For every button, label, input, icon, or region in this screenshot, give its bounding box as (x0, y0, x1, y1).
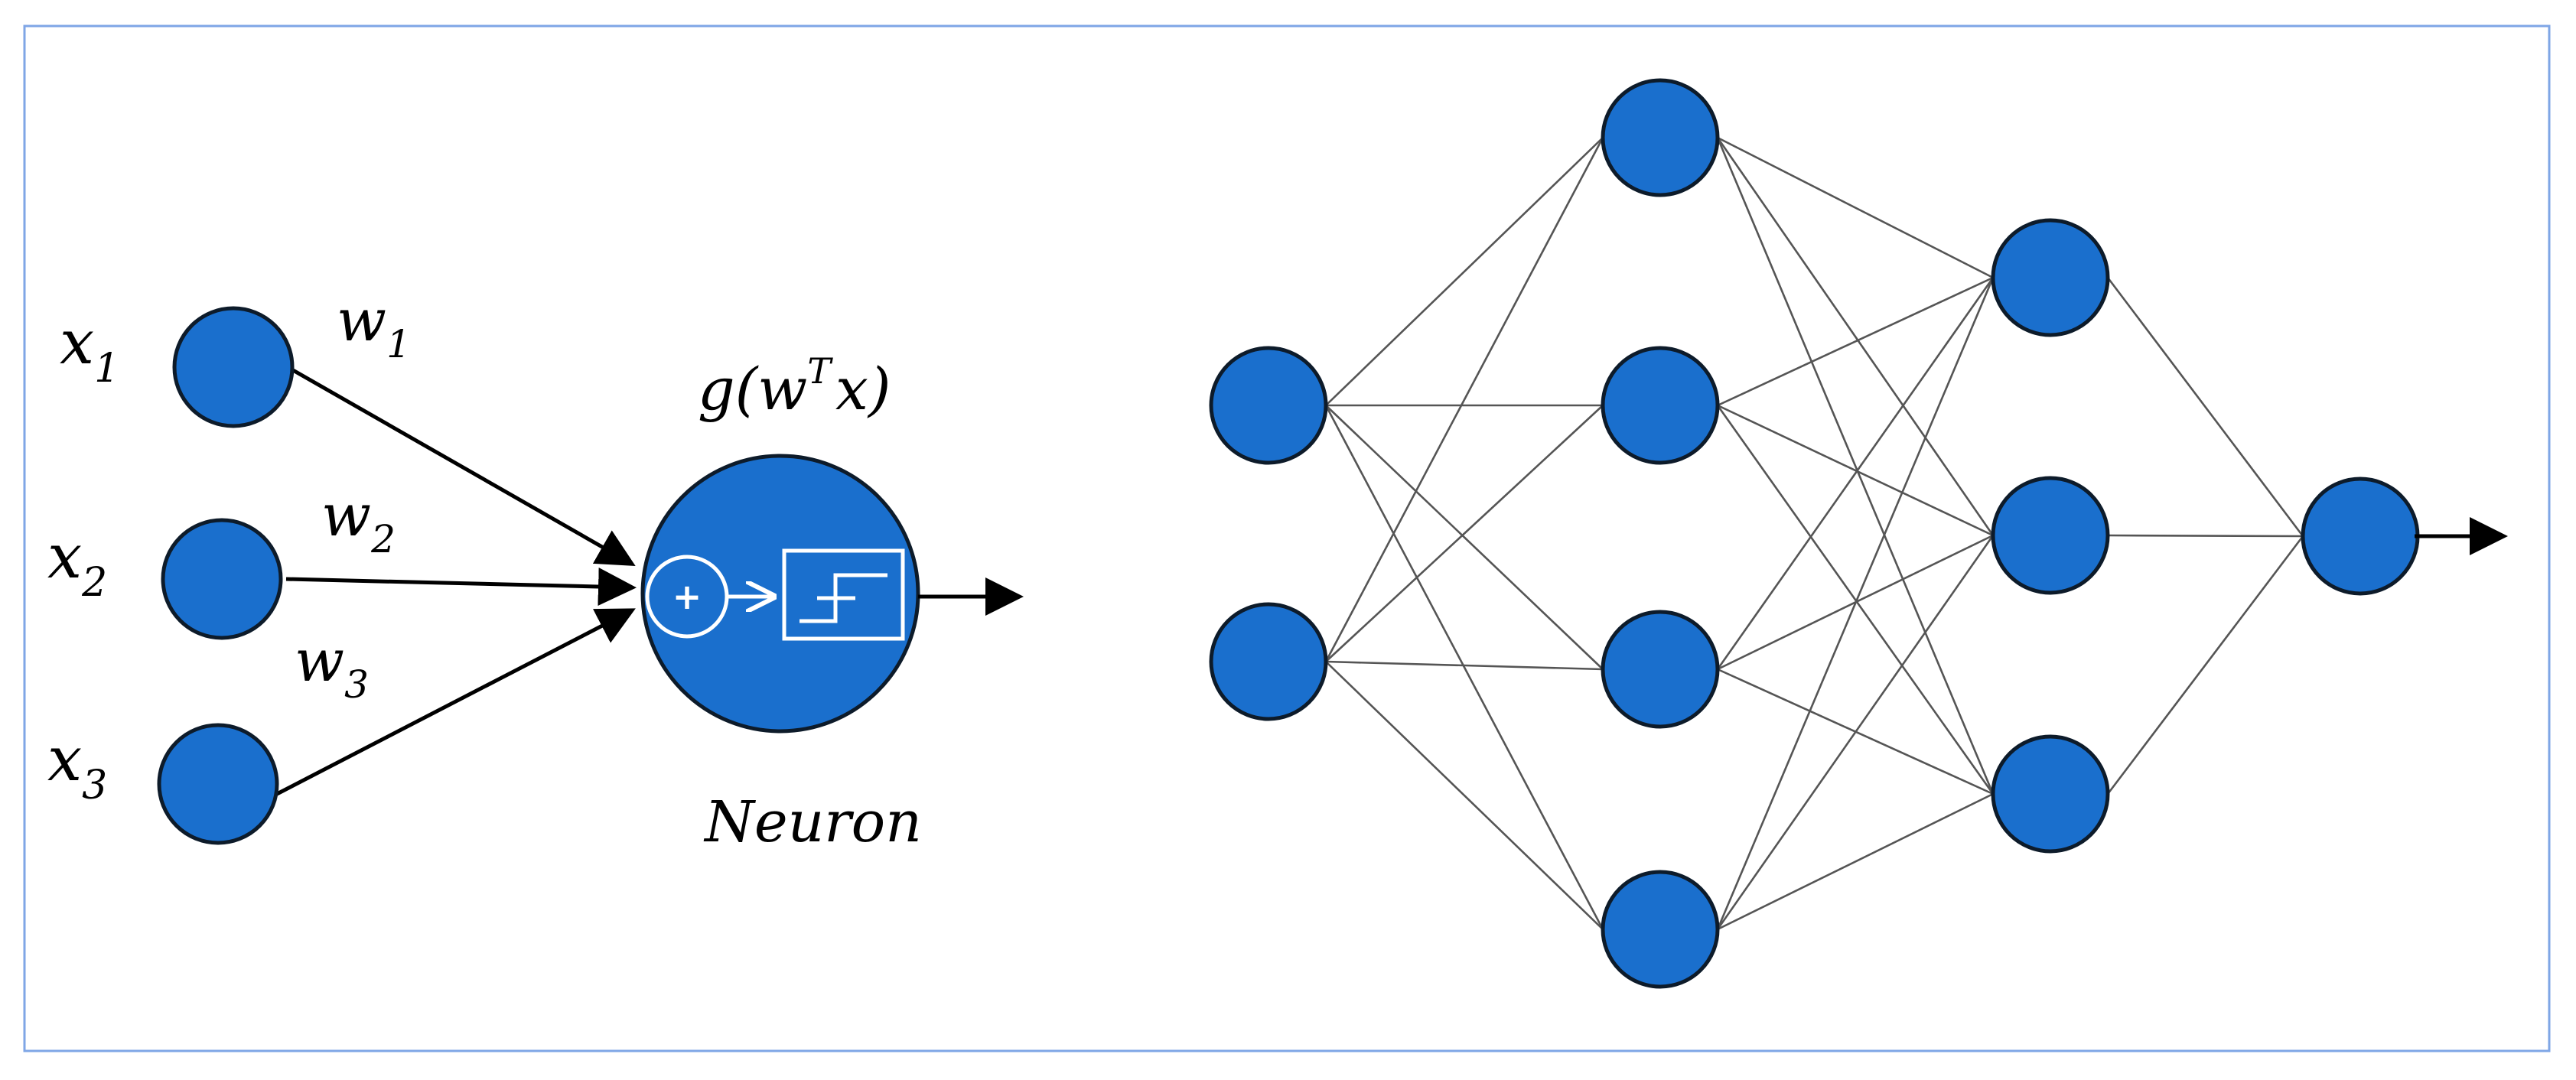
network-edge-l3-2-1 (2107, 534, 2304, 538)
multilayer-network-diagram (1209, 78, 2508, 989)
input-node-3 (157, 723, 279, 845)
sum-symbol: + (672, 576, 702, 617)
input-label-3: x3 (47, 724, 107, 808)
network-node-layer1-2 (1209, 602, 1328, 721)
weight-label-1: w1 (337, 286, 411, 366)
activation-formula: g(wTx) (698, 350, 891, 423)
network-node-layer2-4 (1601, 870, 1720, 989)
network-node-layer3-3 (1991, 734, 2110, 854)
summation-icon (645, 555, 729, 639)
network-edge-l2-2-1 (1717, 276, 1994, 407)
input-node-2 (161, 518, 283, 640)
network-edge-l1-1-3 (1325, 405, 1604, 670)
input-edge-1 (286, 365, 636, 566)
single-neuron-diagram: x1 x2 x3 w1 w2 w3 g(wTx) + (47, 286, 1024, 855)
input-label-2: x2 (47, 521, 107, 606)
network-edge-l2-1-2 (1716, 137, 1995, 536)
step-function-icon (782, 548, 905, 641)
network-edge-l2-2-3 (1716, 405, 1995, 795)
network-node-layer2-1 (1601, 78, 1720, 197)
network-edge-l3-3-1 (2106, 535, 2304, 795)
network-edge-l2-3-1 (1716, 277, 1995, 670)
network-edge-l2-4-1 (1716, 277, 1995, 930)
network-edge-l1-2-4 (1325, 661, 1604, 930)
network-edge-l2-4-2 (1716, 535, 1995, 930)
network-edge-l2-2-2 (1717, 404, 1994, 537)
network-node-layer3-1 (1991, 218, 2110, 337)
network-edge-l2-1-3 (1716, 137, 1995, 795)
weight-label-2: w2 (321, 481, 396, 561)
network-edge-l2-1-1 (1717, 136, 1994, 279)
network-edge-l2-4-3 (1717, 792, 1994, 931)
figure-frame (23, 24, 2551, 1052)
input-node-1 (172, 306, 295, 428)
network-edge-l3-1-1 (2106, 277, 2304, 537)
network-edge-l1-2-2 (1325, 405, 1604, 662)
neuron-caption: Neuron (703, 789, 922, 855)
weight-label-3: w3 (295, 626, 369, 707)
neuron-body (640, 454, 920, 734)
input-edge-3 (275, 608, 636, 796)
network-node-layer1-1 (1209, 346, 1328, 465)
network-node-layer4-1 (2301, 477, 2420, 596)
network-edge-l1-1-1 (1325, 137, 1604, 406)
network-node-layer3-2 (1991, 476, 2110, 595)
input-edge-2 (285, 568, 637, 607)
network-node-layer2-3 (1601, 610, 1720, 729)
network-edge-l1-2-3 (1325, 660, 1604, 671)
network-edge-l1-2-1 (1324, 137, 1604, 662)
network-edges (1324, 136, 2304, 931)
input-label-1: x1 (60, 307, 119, 392)
network-edge-l1-1-4 (1324, 405, 1604, 930)
network-node-layer2-2 (1601, 346, 1720, 465)
network-nodes (1209, 78, 2420, 989)
